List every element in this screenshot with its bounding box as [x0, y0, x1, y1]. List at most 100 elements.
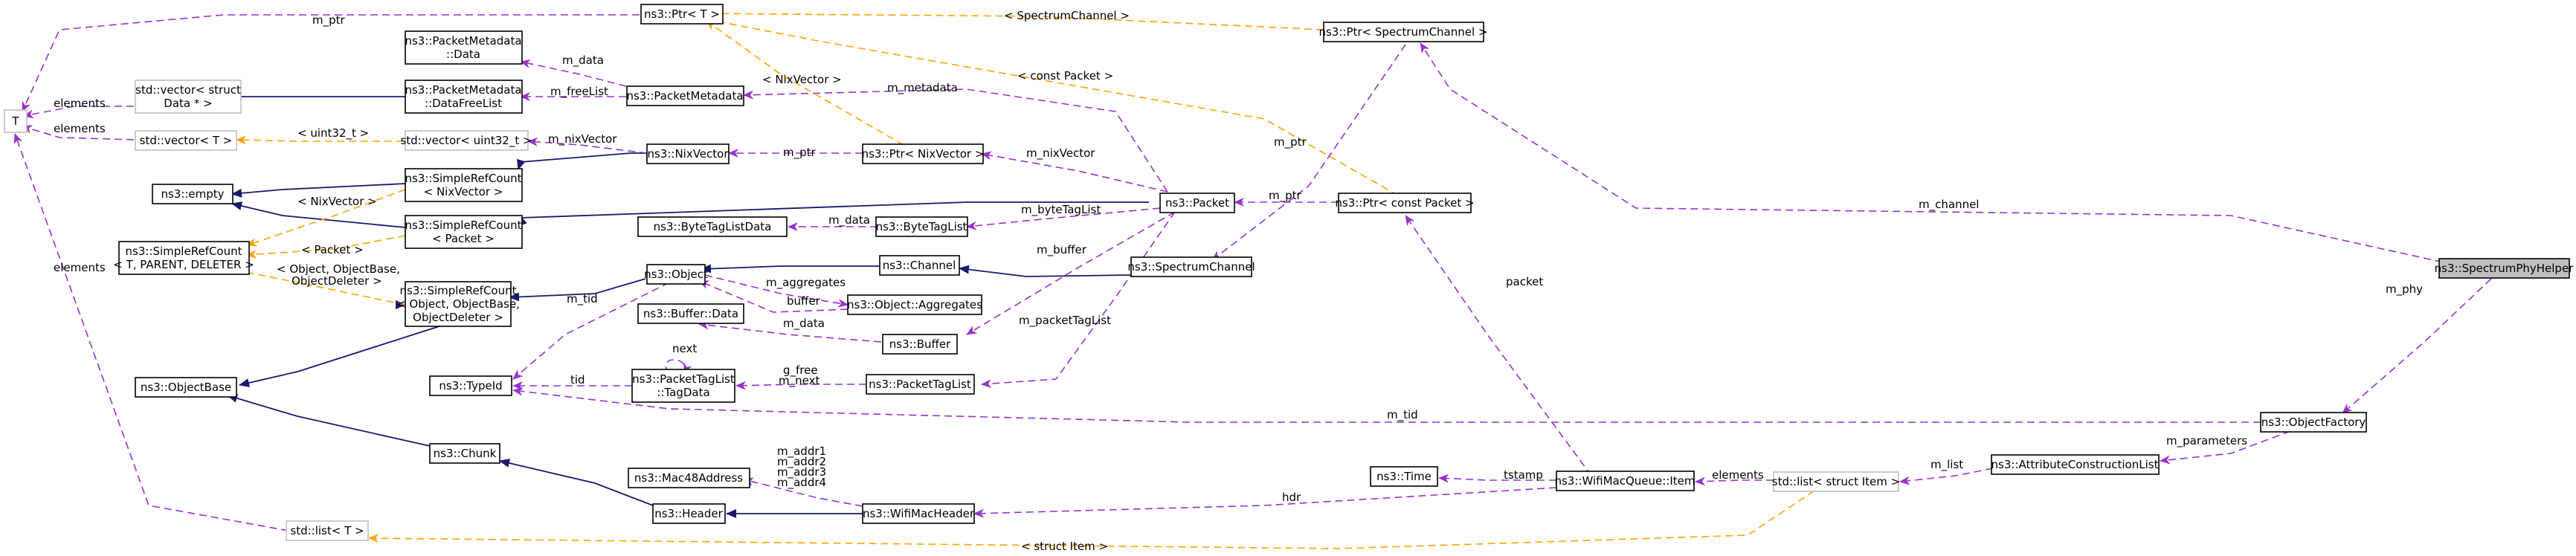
node-bytetaglistdata[interactable]: ns3::ByteTagListData: [637, 216, 788, 237]
svg-text:ns3::SimpleRefCount: ns3::SimpleRefCount: [400, 284, 517, 297]
edge-aggr-object: [698, 280, 849, 313]
svg-text:ns3::WifiMacHeader: ns3::WifiMacHeader: [863, 507, 975, 520]
svg-text:ns3::SpectrumPhyHelper: ns3::SpectrumPhyHelper: [2435, 262, 2575, 275]
node-ptr-T[interactable]: ns3::Ptr< T >: [640, 4, 724, 25]
node-attributeconstructionlist[interactable]: ns3::AttributeConstructionList: [1991, 454, 2160, 475]
label-m-ptr-nix: m_ptr: [783, 146, 817, 160]
label-buffer: buffer: [787, 294, 821, 308]
node-packetmetadata[interactable]: ns3::PacketMetadata: [626, 85, 744, 106]
edges: [13, 9, 2492, 549]
node-channel[interactable]: ns3::Channel: [879, 255, 960, 276]
node-spectrumchannel[interactable]: ns3::SpectrumChannel: [1127, 256, 1255, 277]
svg-text:ns3::PacketMetadata: ns3::PacketMetadata: [405, 83, 521, 97]
edge-packet-pktmeta: [743, 88, 1168, 193]
node-T[interactable]: T: [4, 109, 28, 133]
node-simplerefcount-tpd[interactable]: ns3::SimpleRefCount < T, PARENT, DELETER…: [113, 241, 254, 275]
label-m-next: m_next: [779, 374, 820, 388]
node-typeid[interactable]: ns3::TypeId: [429, 375, 512, 396]
node-empty[interactable]: ns3::empty: [152, 184, 234, 204]
node-wifimacheader[interactable]: ns3::WifiMacHeader: [862, 503, 975, 524]
label-tstamp: tstamp: [1504, 468, 1543, 482]
node-header[interactable]: ns3::Header: [652, 503, 726, 524]
label-tid: tid: [570, 373, 585, 387]
label-packet: packet: [1506, 275, 1543, 288]
label-m-nixvector-pkt: m_nixVector: [1026, 146, 1095, 161]
edge-packet-bytetaglist: [966, 207, 1161, 230]
edge-wifiitem-wifimacheader: [973, 487, 1557, 518]
node-ptr-spectrumchannel[interactable]: ns3::Ptr< SpectrumChannel >: [1318, 22, 1488, 42]
node-ptr-nixvector[interactable]: ns3::Ptr< NixVector >: [862, 143, 985, 164]
node-vector-T[interactable]: std::vector< T >: [135, 130, 237, 151]
node-objectfactory[interactable]: ns3::ObjectFactory: [2260, 412, 2367, 433]
node-bytetaglist[interactable]: ns3::ByteTagList: [875, 216, 968, 237]
svg-text:< Object, ObjectBase,: < Object, ObjectBase,: [396, 297, 520, 311]
edge-attrlist-listitem: [1899, 468, 1994, 485]
edge-vec32-vecT: [236, 135, 404, 145]
node-chunk[interactable]: ns3::Chunk: [429, 443, 500, 464]
svg-text:ns3::ObjectBase: ns3::ObjectBase: [141, 381, 231, 394]
edge-pktmeta-pmdata: [520, 59, 627, 87]
edge-ptrT-T: [22, 14, 640, 112]
edge-phyhelper-objectfactory: [2342, 278, 2492, 414]
node-object[interactable]: ns3::Object: [644, 264, 708, 285]
label-nix-vector-tmpl: < NixVector >: [762, 73, 842, 86]
node-buffer[interactable]: ns3::Buffer: [882, 334, 958, 355]
node-packetmetadata-datafreelist[interactable]: ns3::PacketMetadata ::DataFreeList: [405, 80, 523, 114]
svg-text:< Packet >: < Packet >: [432, 232, 495, 245]
label-m-ptr-pkt: m_ptr: [1269, 189, 1302, 203]
svg-text:ns3::Chunk: ns3::Chunk: [434, 447, 497, 460]
node-packettaglist[interactable]: ns3::PacketTagList: [866, 374, 975, 395]
label-m-addr4: m_addr4: [777, 476, 826, 490]
svg-text:ns3::SimpleRefCount: ns3::SimpleRefCount: [126, 245, 242, 258]
label-m-ptr-spectrum: m_ptr: [1274, 135, 1307, 149]
node-wifimacqueue-item[interactable]: ns3::WifiMacQueue::Item: [1554, 471, 1696, 491]
svg-text:::DataFreeList: ::DataFreeList: [425, 97, 502, 110]
node-spectrumphyhelper[interactable]: ns3::SpectrumPhyHelper: [2435, 258, 2575, 279]
node-simplerefcount-object[interactable]: ns3::SimpleRefCount < Object, ObjectBase…: [396, 281, 520, 327]
edge-ptaglist-tagdata: [735, 381, 866, 390]
label-g-free: g_free: [783, 363, 818, 378]
label-m-metadata: m_metadata: [887, 81, 958, 95]
edge-packet-ptrnix: [981, 151, 1168, 193]
svg-text:ns3::Ptr< SpectrumChannel >: ns3::Ptr< SpectrumChannel >: [1318, 25, 1487, 39]
node-list-struct-item[interactable]: std::list< struct Item >: [1772, 471, 1900, 492]
svg-text:ns3::Buffer: ns3::Buffer: [889, 337, 951, 351]
node-mac48address[interactable]: ns3::Mac48Address: [628, 468, 750, 488]
label-elements-vec: elements: [54, 97, 106, 110]
edge-srefc-nix-empty: [231, 183, 406, 198]
label-const-packet: < const Packet >: [1017, 69, 1113, 83]
node-object-aggregates[interactable]: ns3::Object::Aggregates: [847, 294, 982, 315]
edge-phyhelper-ptrspectrum: [1420, 42, 2455, 265]
node-packet[interactable]: ns3::Packet: [1159, 193, 1235, 213]
node-simplerefcount-packet[interactable]: ns3::SimpleRefCount < Packet >: [405, 215, 523, 249]
node-packettaglist-tagdata[interactable]: ns3::PacketTagList ::TagData: [631, 369, 735, 403]
node-ptr-const-packet[interactable]: ns3::Ptr< const Packet >: [1335, 193, 1475, 213]
svg-text:ns3::ObjectFactory: ns3::ObjectFactory: [2261, 416, 2366, 429]
node-vector-struct-data[interactable]: std::vector< struct Data * >: [135, 80, 242, 114]
edge-srefc-pkt-empty: [231, 201, 406, 228]
svg-text:ns3::Ptr< NixVector >: ns3::Ptr< NixVector >: [862, 147, 985, 161]
node-nixvector[interactable]: ns3::NixVector: [646, 143, 730, 164]
svg-text:ns3::Time: ns3::Time: [1376, 470, 1432, 483]
label-spectrum-channel: < SpectrumChannel >: [1004, 9, 1130, 22]
node-simplerefcount-nixvector[interactable]: ns3::SimpleRefCount < NixVector >: [405, 168, 523, 202]
node-objectbase[interactable]: ns3::ObjectBase: [135, 377, 237, 398]
edge-objectfactory-attrlist: [2160, 430, 2291, 465]
label-m-parameters: m_parameters: [2166, 434, 2247, 448]
edge-vecT-T: [22, 124, 135, 140]
svg-text:T: T: [11, 114, 19, 128]
node-buffer-data[interactable]: ns3::Buffer::Data: [637, 303, 744, 324]
label-uint32-tmpl: < uint32_t >: [297, 126, 369, 140]
node-list-T[interactable]: std::list< T >: [286, 520, 369, 541]
node-vector-uint32[interactable]: std::vector< uint32_t >: [400, 130, 532, 151]
label-m-data-pm: m_data: [562, 54, 604, 68]
node-time[interactable]: ns3::Time: [1370, 466, 1438, 487]
label-m-list: m_list: [1931, 458, 1963, 472]
node-packetmetadata-data[interactable]: ns3::PacketMetadata ::Data: [405, 30, 523, 65]
edge-ptrnix-ptrT: [706, 20, 904, 146]
edge-listT-T: [13, 133, 289, 531]
label-m-ptr-top: m_ptr: [312, 13, 346, 28]
label-packet-tmpl: < Packet >: [301, 243, 364, 256]
svg-text:ns3::PacketTagList: ns3::PacketTagList: [869, 378, 971, 391]
